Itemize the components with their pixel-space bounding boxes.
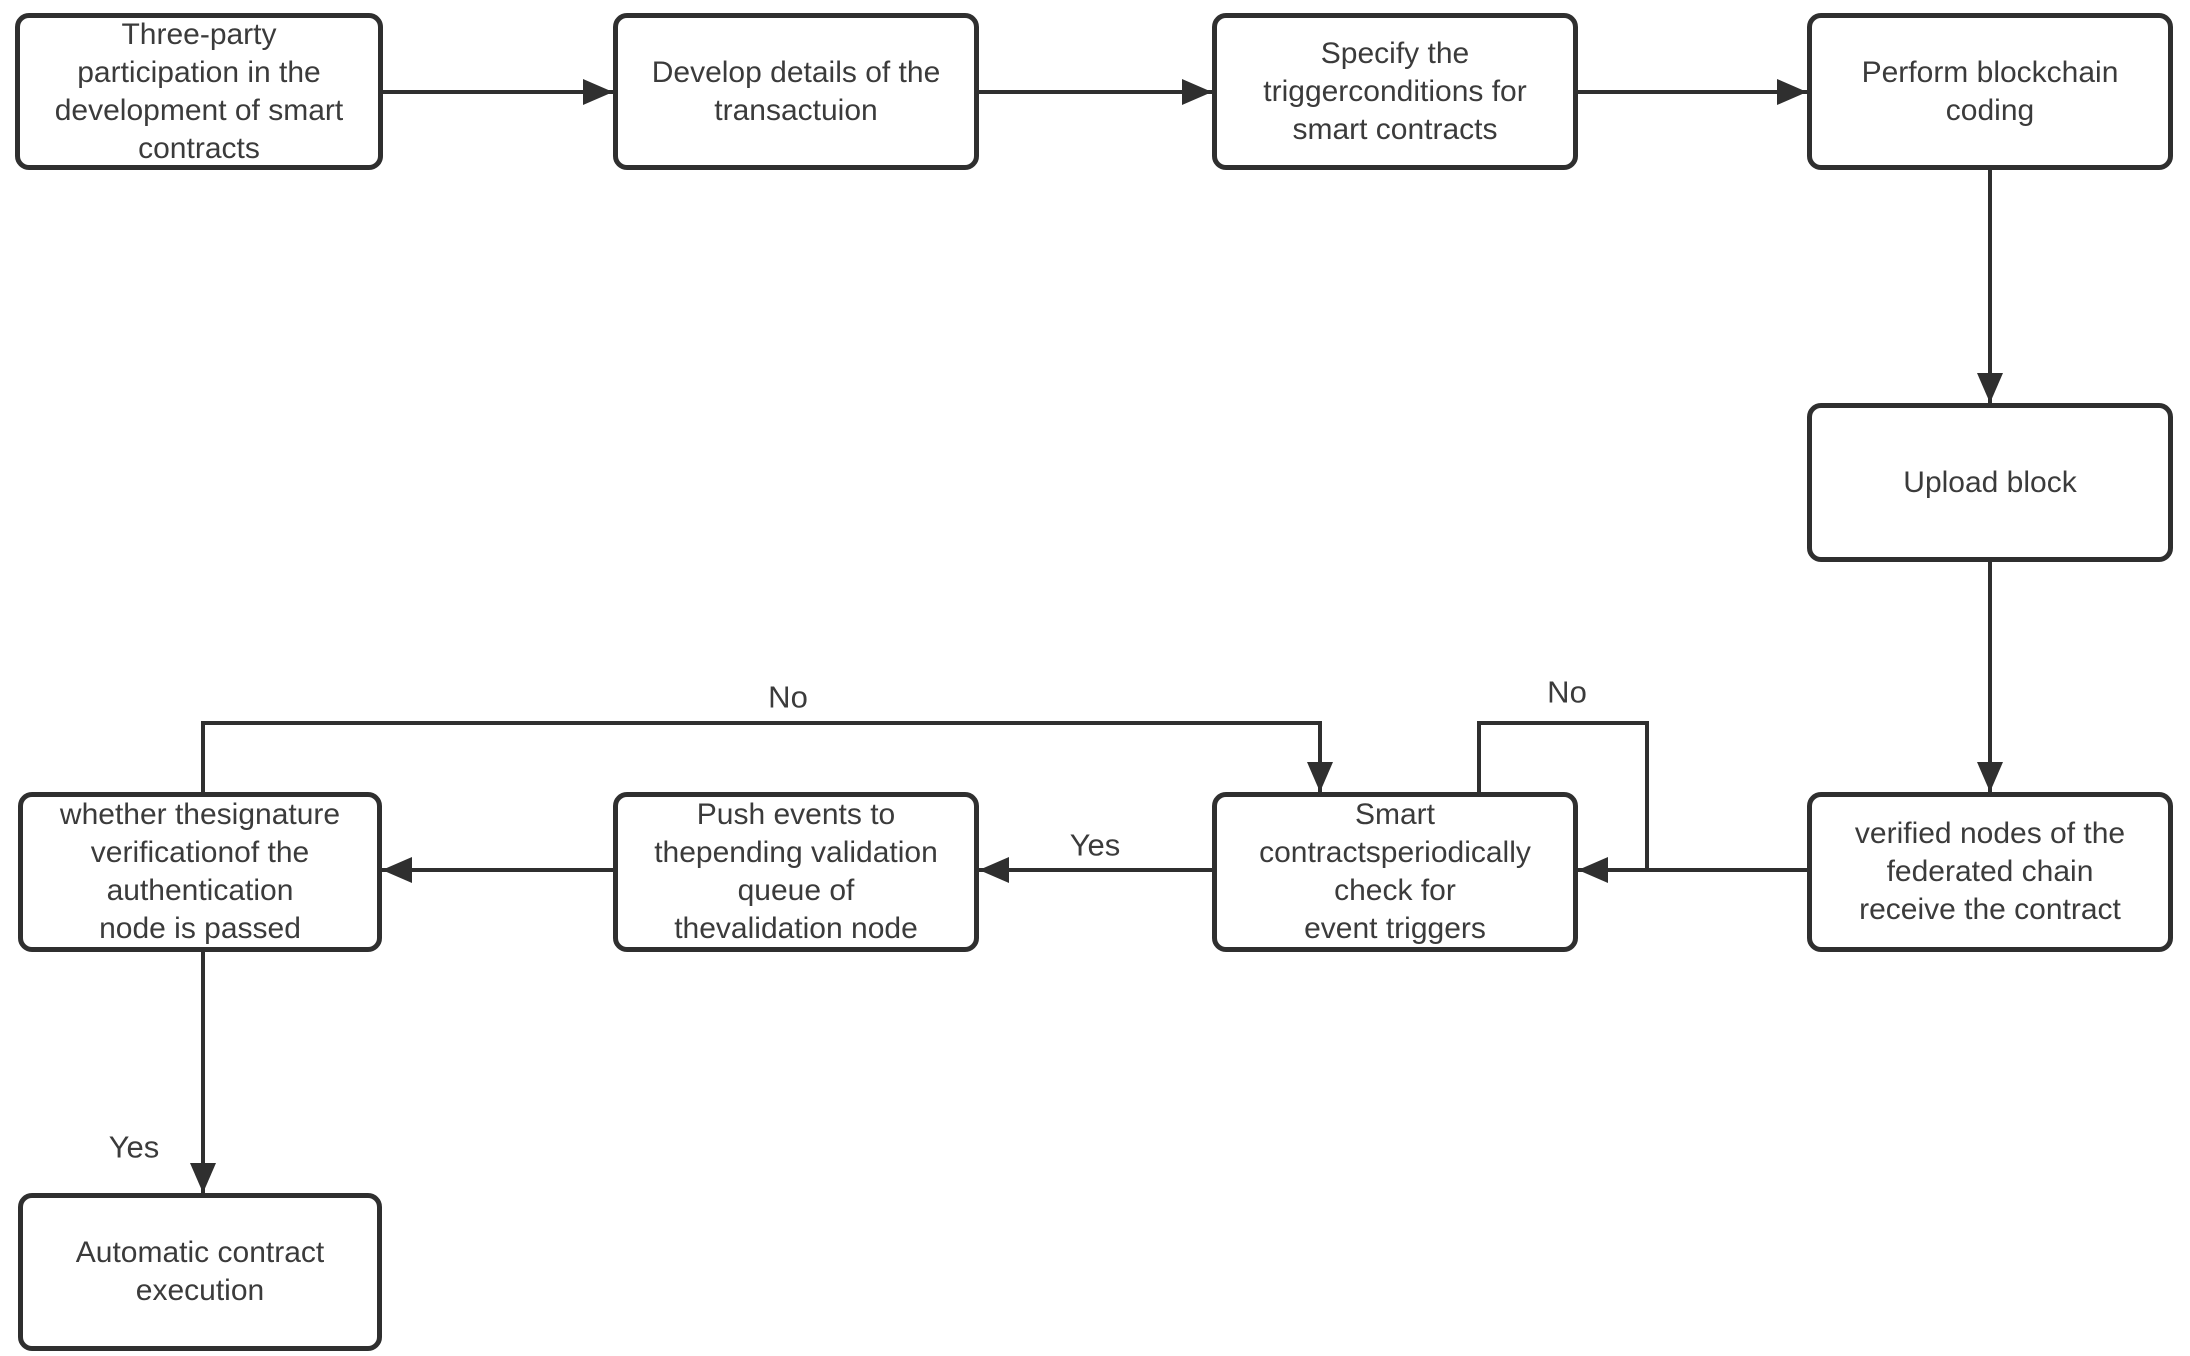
node-upload-block: Upload block [1807,403,2173,562]
edge-label-no-signature-loop: No [768,679,808,715]
edge-label-yes-signature: Yes [108,1129,160,1165]
node-push-events-queue: Push events to thepending validation que… [613,792,979,952]
node-automatic-execution: Automatic contract execution [18,1193,382,1351]
node-develop-details: Develop details of the transactuion [613,13,979,170]
edge-label-yes-smart-contracts: Yes [1069,827,1121,863]
node-smart-contracts-check: Smart contractsperiodically check for ev… [1212,792,1578,952]
node-specify-trigger-conditions: Specify the triggerconditions for smart … [1212,13,1578,170]
node-perform-blockchain-coding: Perform blockchain coding [1807,13,2173,170]
node-signature-verification: whether thesignature verificationof the … [18,792,382,952]
edge-label-no-smart-contracts-loop: No [1547,674,1587,710]
node-verified-nodes-receive: verified nodes of the federated chain re… [1807,792,2173,952]
node-three-party-participation: Three-party participation in the develop… [15,13,383,170]
edge-signature-no-to-smart-contracts [201,721,1333,792]
